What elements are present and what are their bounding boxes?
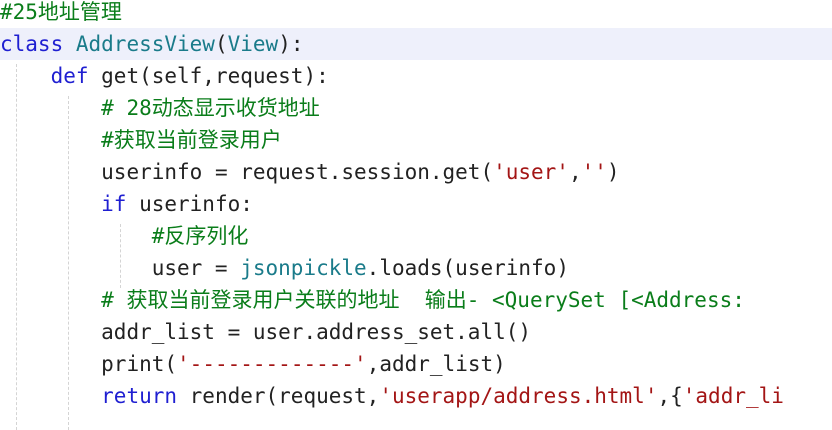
- indent-guide-level-2: [68, 96, 69, 430]
- token-cls: jsonpickle: [240, 256, 367, 280]
- token-plain: ,addr_list): [366, 352, 506, 376]
- token-comment: # 28动态显示收货地址: [101, 96, 320, 120]
- code-line-10[interactable]: # 获取当前登录用户关联的地址 输出- <QuerySet [<Address:: [0, 284, 832, 316]
- token-keyword: class: [0, 32, 64, 56]
- token-cls: AddressView: [75, 32, 215, 56]
- token-plain: ,{: [657, 384, 683, 408]
- token-cls: View: [227, 32, 279, 56]
- token-plain: .loads(userinfo): [366, 256, 569, 280]
- code-line-7[interactable]: if userinfo:: [0, 188, 832, 220]
- token-comment: #获取当前登录用户: [101, 128, 282, 152]
- token-plain: ): [606, 160, 620, 184]
- token-keyword: def: [50, 64, 89, 88]
- indent: [0, 64, 51, 88]
- indent-guide-level-1: [16, 64, 17, 430]
- token-string: '-------------': [177, 352, 367, 376]
- token-keyword: return: [101, 384, 178, 408]
- token-plain: print: [101, 352, 165, 376]
- token-string: 'user': [493, 160, 569, 184]
- code-line-4[interactable]: # 28动态显示收货地址: [0, 92, 832, 124]
- token-string: 'addr_li: [682, 384, 784, 408]
- code-line-3[interactable]: def get(self,request):: [0, 60, 832, 92]
- token-plain: (: [164, 352, 178, 376]
- token-plain: ,: [568, 160, 582, 184]
- indent: [0, 256, 152, 280]
- token-string: '': [581, 160, 607, 184]
- token-plain: addr_list = user.address_set.all(): [101, 320, 532, 344]
- token-plain: get(self,request):: [88, 64, 329, 88]
- token-string: 'userapp/address.html': [379, 384, 658, 408]
- token-plain: userinfo = request.session.get(: [101, 160, 494, 184]
- code-line-5[interactable]: #获取当前登录用户: [0, 124, 832, 156]
- token-plain: (: [214, 32, 228, 56]
- code-line-2[interactable]: class AddressView(View):: [0, 28, 832, 60]
- code-line-1[interactable]: #25地址管理: [0, 0, 832, 28]
- token-plain: ):: [278, 32, 304, 56]
- token-plain: render(request,: [177, 384, 380, 408]
- token-comment: # 获取当前登录用户关联的地址 输出- <QuerySet [<Address:: [101, 288, 745, 312]
- token-plain: user =: [151, 256, 241, 280]
- token-plain: userinfo:: [126, 192, 253, 216]
- code-line-11[interactable]: addr_list = user.address_set.all(): [0, 316, 832, 348]
- token-plain: [63, 32, 76, 56]
- code-line-13[interactable]: return render(request,'userapp/address.h…: [0, 380, 832, 412]
- token-comment: #25地址管理: [0, 0, 122, 24]
- code-line-9[interactable]: user = jsonpickle.loads(userinfo): [0, 252, 832, 284]
- token-comment: #反序列化: [151, 224, 249, 248]
- code-line-6[interactable]: userinfo = request.session.get('user',''…: [0, 156, 832, 188]
- indent-guide-level-3: [120, 224, 121, 288]
- indent: [0, 224, 152, 248]
- code-line-12[interactable]: print('-------------',addr_list): [0, 348, 832, 380]
- code-line-8[interactable]: #反序列化: [0, 220, 832, 252]
- token-keyword: if: [101, 192, 127, 216]
